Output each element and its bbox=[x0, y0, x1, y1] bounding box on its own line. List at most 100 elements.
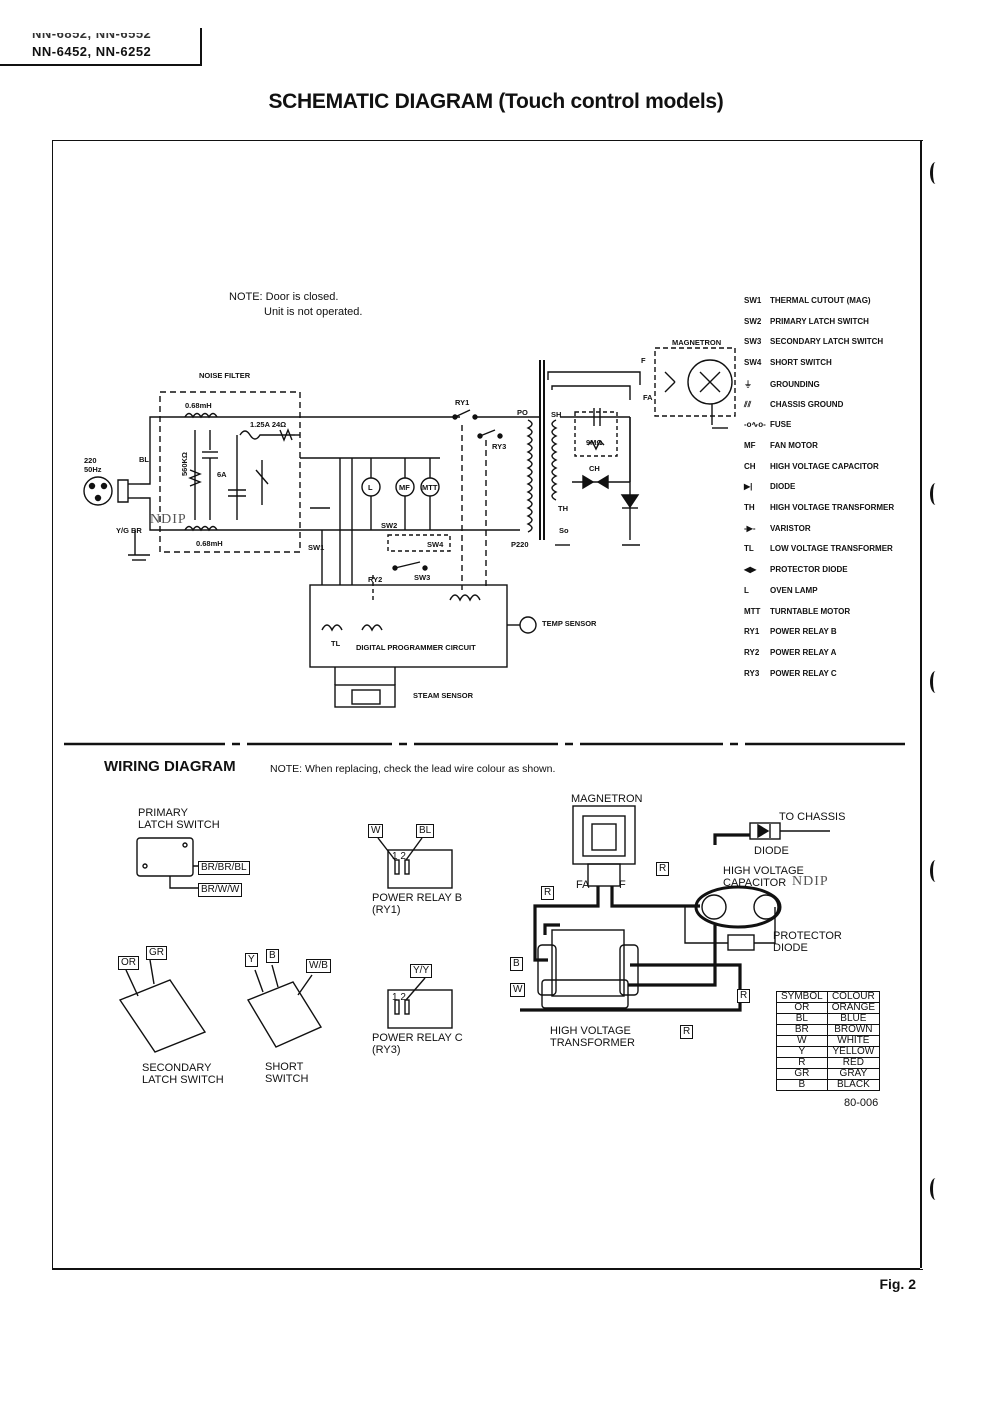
watermark-2: NDIP bbox=[792, 874, 829, 889]
legend-row: -▶- VARISTOR bbox=[744, 524, 811, 533]
legend-symbol: ▶| bbox=[744, 482, 753, 492]
colour-symbol-cell: B bbox=[776, 1079, 828, 1091]
legend-row: ⫽⫽CHASSIS GROUND bbox=[744, 400, 843, 410]
label-resistor: 560KΩ bbox=[180, 452, 189, 476]
legend-symbol: ⏚ bbox=[744, 379, 752, 389]
page-title: SCHEMATIC DIAGRAM (Touch control models) bbox=[268, 90, 724, 113]
label-f: F bbox=[641, 356, 646, 365]
label-so: So bbox=[559, 526, 569, 535]
label-th: TH bbox=[558, 504, 568, 513]
binding-mark bbox=[930, 1178, 941, 1200]
colour-symbol-cell: R bbox=[776, 1057, 828, 1069]
tag-w: W bbox=[368, 824, 384, 838]
colour-symbol-cell: BR bbox=[776, 1024, 828, 1036]
label-primary-latch: PRIMARY LATCH SWITCH bbox=[138, 807, 220, 831]
label-sw2: SW2 bbox=[381, 521, 398, 530]
legend-symbol: MF bbox=[744, 440, 756, 450]
label-9m: 9MΩ bbox=[586, 438, 603, 447]
label-ry1: RY1 bbox=[455, 398, 470, 407]
label-ry3: RY3 bbox=[492, 442, 507, 451]
label-inductor-2: 0.68mH bbox=[196, 539, 223, 548]
legend-text: FUSE bbox=[770, 420, 792, 430]
legend-symbol: MTT bbox=[744, 606, 761, 616]
tag-br-w-w: BR/W/W bbox=[198, 883, 243, 897]
schematic-note-1: NOTE: Door is closed. bbox=[229, 291, 339, 303]
label-dpc: DIGITAL PROGRAMMER CIRCUIT bbox=[356, 643, 476, 652]
legend-row: RY1 POWER RELAY B bbox=[744, 627, 837, 636]
label-po: PO bbox=[517, 408, 528, 417]
legend-symbol: RY1 bbox=[744, 627, 760, 637]
tag-yy: Y/Y bbox=[410, 964, 433, 978]
legend-text: THERMAL CUTOUT (MAG) bbox=[770, 296, 871, 305]
legend-symbol: TH bbox=[744, 503, 755, 512]
legend-text: HIGH VOLTAGE CAPACITOR bbox=[770, 461, 879, 471]
legend-row: ▶|DIODE bbox=[744, 482, 795, 491]
legend-text: POWER RELAY B bbox=[770, 627, 837, 637]
colour-name-cell: BROWN bbox=[826, 1024, 881, 1036]
wiring-title: WIRING DIAGRAM bbox=[104, 758, 236, 775]
tag-b-1: B bbox=[510, 957, 523, 971]
label-fa-wiring: FA bbox=[576, 879, 590, 891]
legend-text: OVEN LAMP bbox=[770, 585, 818, 595]
tag-b-short: B bbox=[266, 949, 279, 963]
binding-mark bbox=[930, 860, 941, 882]
label-fan: MF bbox=[399, 483, 410, 492]
label-noise-filter: NOISE FILTER bbox=[199, 371, 251, 380]
legend-text: POWER RELAY A bbox=[770, 647, 837, 657]
legend-text: VARISTOR bbox=[770, 523, 811, 533]
watermark: NDIP bbox=[150, 512, 187, 527]
legend-text: POWER RELAY C bbox=[770, 668, 837, 678]
legend-row: SW2 PRIMARY LATCH SWITCH bbox=[744, 317, 869, 326]
legend-symbol: SW1 bbox=[744, 296, 762, 305]
label-tt: MTT bbox=[422, 483, 438, 492]
label-f-wiring: F bbox=[619, 879, 626, 891]
legend-text: LOW VOLTAGE TRANSFORMER bbox=[770, 544, 893, 554]
binding-mark bbox=[930, 162, 941, 184]
legend-text: PRIMARY LATCH SWITCH bbox=[770, 316, 869, 326]
label-p220: P220 bbox=[511, 540, 529, 549]
tag-r-1: R bbox=[541, 886, 555, 900]
legend-text: PROTECTOR DIODE bbox=[770, 565, 848, 575]
colour-symbol-cell: GR bbox=[776, 1068, 828, 1080]
legend-row: -o∿o-FUSE bbox=[744, 420, 791, 429]
tag-br-br-bl: BR/BR/BL bbox=[198, 861, 250, 875]
model-box bbox=[0, 28, 202, 66]
legend-symbol: CH bbox=[744, 461, 756, 471]
label-sw3: SW3 bbox=[414, 573, 431, 582]
frame-right-edge bbox=[920, 140, 922, 1268]
legend-symbol: SW3 bbox=[744, 337, 762, 347]
colour-name-cell: ORANGE bbox=[826, 1002, 881, 1014]
colour-symbol-cell: Y bbox=[776, 1046, 828, 1058]
binding-mark bbox=[930, 483, 941, 505]
label-supply-voltage: 220 bbox=[84, 456, 97, 465]
label-relay-b-pins: 1 2 bbox=[392, 851, 406, 862]
label-steam-sensor: STEAM SENSOR bbox=[413, 691, 474, 700]
label-relay-c-pins: 1 2 bbox=[392, 992, 406, 1003]
tag-wb: W/B bbox=[306, 959, 331, 973]
legend-symbol: ⫽⫽ bbox=[744, 399, 752, 409]
legend-symbol: SW2 bbox=[744, 316, 762, 326]
colour-symbol-cell: BL bbox=[776, 1013, 828, 1025]
model-line-2: NN-6452, NN-6252 bbox=[32, 44, 152, 59]
tag-y: Y bbox=[245, 953, 258, 967]
colour-name-cell: BLUE bbox=[826, 1013, 881, 1025]
legend-row: CH HIGH VOLTAGE CAPACITOR bbox=[744, 462, 879, 471]
plug-icon bbox=[83, 476, 113, 506]
legend-text: SHORT SWITCH bbox=[770, 358, 832, 368]
colour-table-header-colour: COLOUR bbox=[826, 991, 881, 1003]
legend-symbol: -▶- bbox=[744, 523, 756, 533]
label-short-switch: SHORT SWITCH bbox=[265, 1061, 309, 1085]
legend-symbol: ◀▶ bbox=[744, 565, 757, 575]
legend-symbol: SW4 bbox=[744, 358, 762, 368]
schematic-note-2: Unit is not operated. bbox=[264, 306, 363, 318]
